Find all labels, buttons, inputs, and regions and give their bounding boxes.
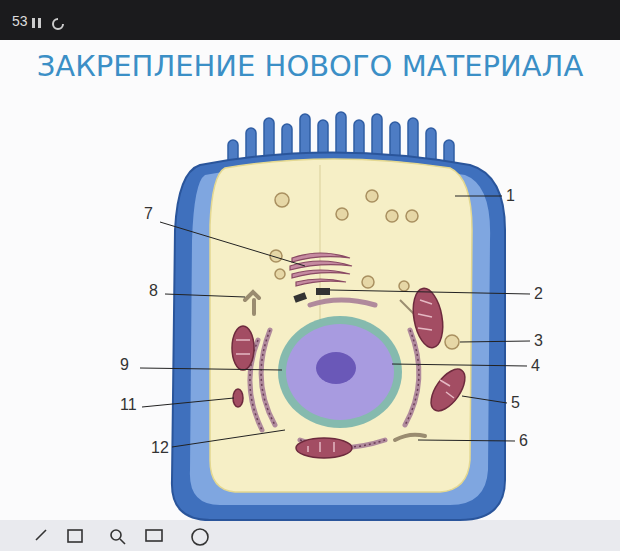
callout-number: 6 bbox=[519, 433, 528, 449]
callout-number: 7 bbox=[144, 206, 153, 222]
slide-title: ЗАКРЕПЛЕНИЕ НОВОГО МАТЕРИАЛА bbox=[0, 52, 620, 81]
callout-number: 2 bbox=[534, 286, 543, 302]
callout-number: 8 bbox=[149, 283, 158, 299]
callout-number: 11 bbox=[120, 397, 137, 413]
callout-number: 12 bbox=[151, 440, 169, 456]
callout-number: 1 bbox=[506, 188, 515, 204]
callout-number: 4 bbox=[531, 358, 540, 374]
callout-number: 5 bbox=[511, 395, 520, 411]
callout-number: 9 bbox=[120, 357, 129, 373]
screen-counter: 53 bbox=[12, 14, 28, 28]
callout-number: 3 bbox=[534, 333, 543, 349]
